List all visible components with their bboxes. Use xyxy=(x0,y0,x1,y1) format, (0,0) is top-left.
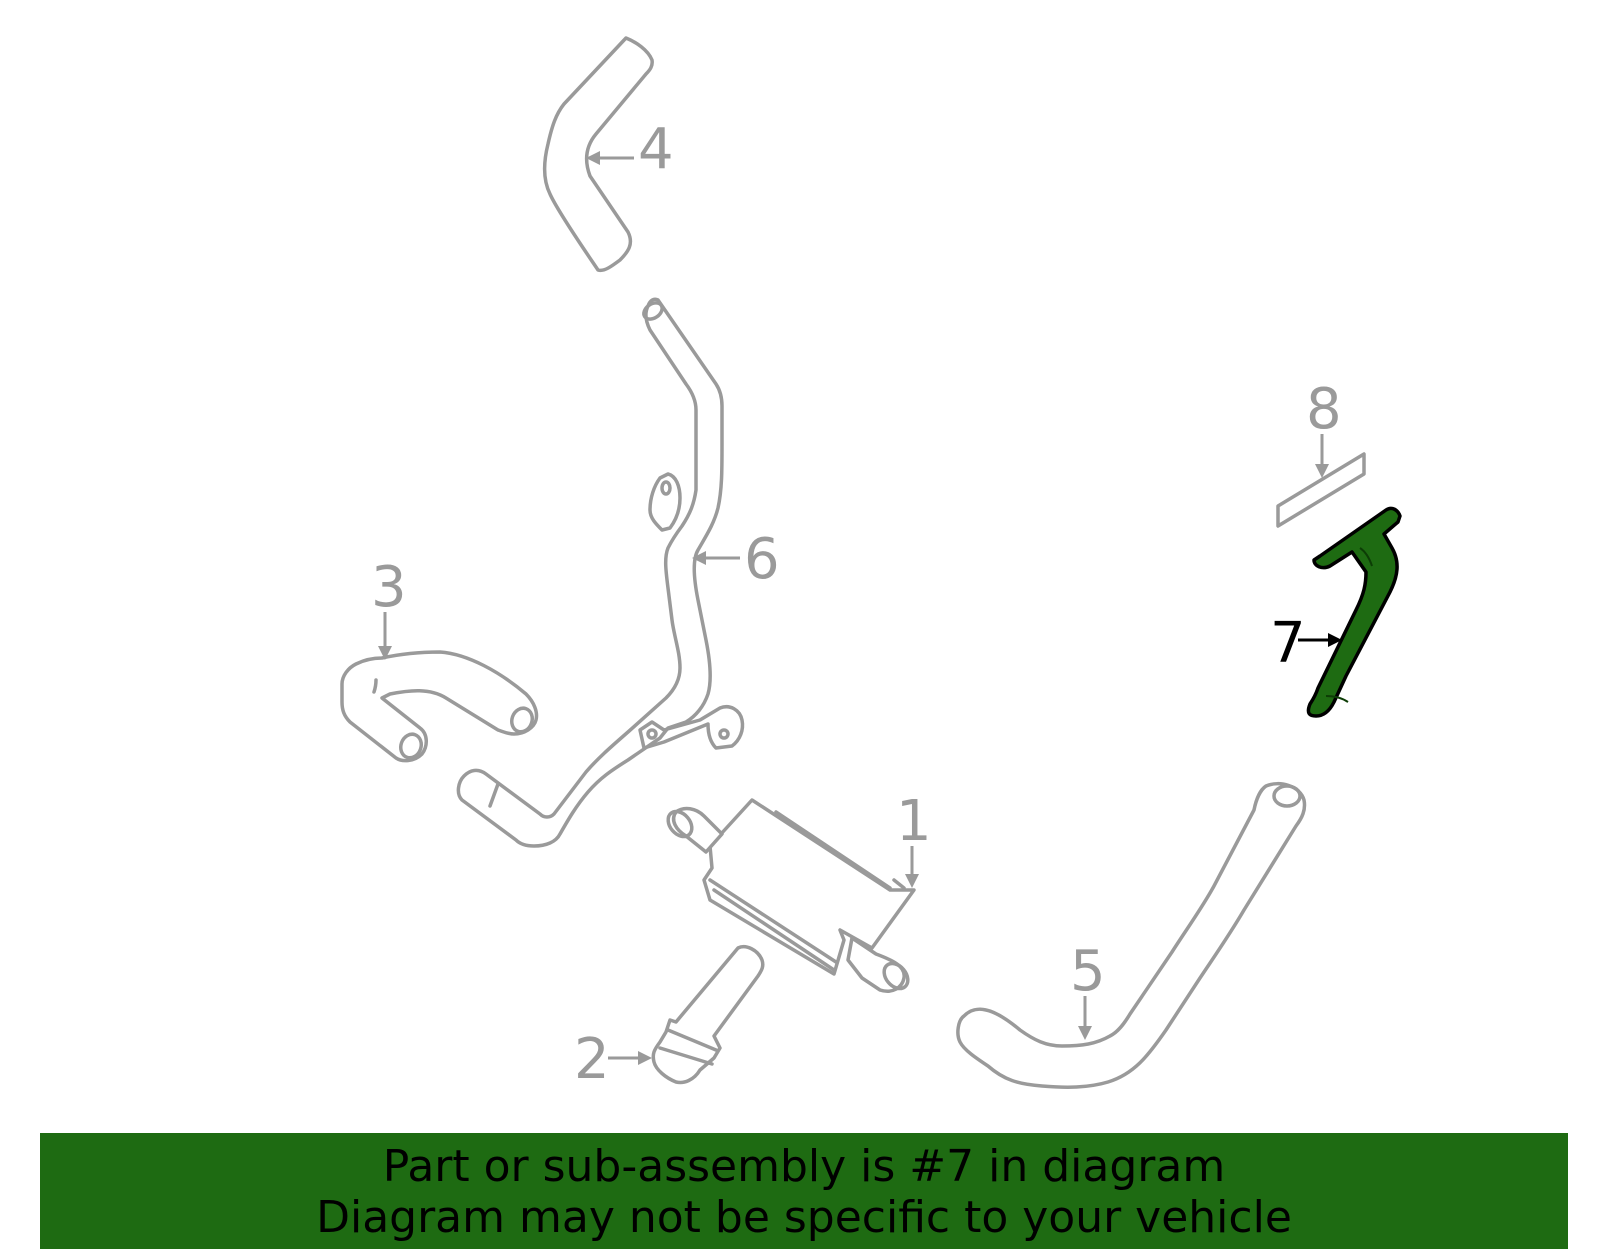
part-7-pipe-highlighted[interactable] xyxy=(1306,506,1402,718)
banner-line-2: Diagram may not be specific to your vehi… xyxy=(316,1192,1292,1243)
callout-2: 2 xyxy=(574,1027,610,1092)
banner-line-1: Part or sub-assembly is #7 in diagram xyxy=(382,1141,1226,1192)
callout-5-leader xyxy=(1078,996,1092,1040)
part-8-gasket[interactable] xyxy=(1276,452,1366,528)
callout-8: 8 xyxy=(1306,377,1342,442)
callout-6: 6 xyxy=(744,527,780,592)
part-3-hose[interactable] xyxy=(340,650,539,763)
callout-1-leader xyxy=(905,846,919,888)
part-4-hose[interactable] xyxy=(542,36,654,273)
callout-7: 7 xyxy=(1270,611,1306,676)
callout-8-leader xyxy=(1315,434,1329,478)
info-banner: Part or sub-assembly is #7 in diagram Di… xyxy=(40,1133,1568,1249)
callout-5: 5 xyxy=(1070,939,1106,1004)
part-2-pipe[interactable] xyxy=(651,945,765,1085)
callout-2-leader xyxy=(608,1051,652,1065)
callout-7-leader xyxy=(1298,633,1342,647)
part-5-hose[interactable] xyxy=(956,781,1307,1089)
callout-3-leader xyxy=(378,612,392,660)
callout-1: 1 xyxy=(896,789,932,854)
callout-4-leader xyxy=(586,151,634,165)
part-6-tube[interactable] xyxy=(456,297,745,848)
part-1-cooler[interactable] xyxy=(663,798,916,993)
callout-4: 4 xyxy=(638,117,674,182)
callout-6-leader xyxy=(692,551,740,565)
callout-3: 3 xyxy=(371,555,407,620)
